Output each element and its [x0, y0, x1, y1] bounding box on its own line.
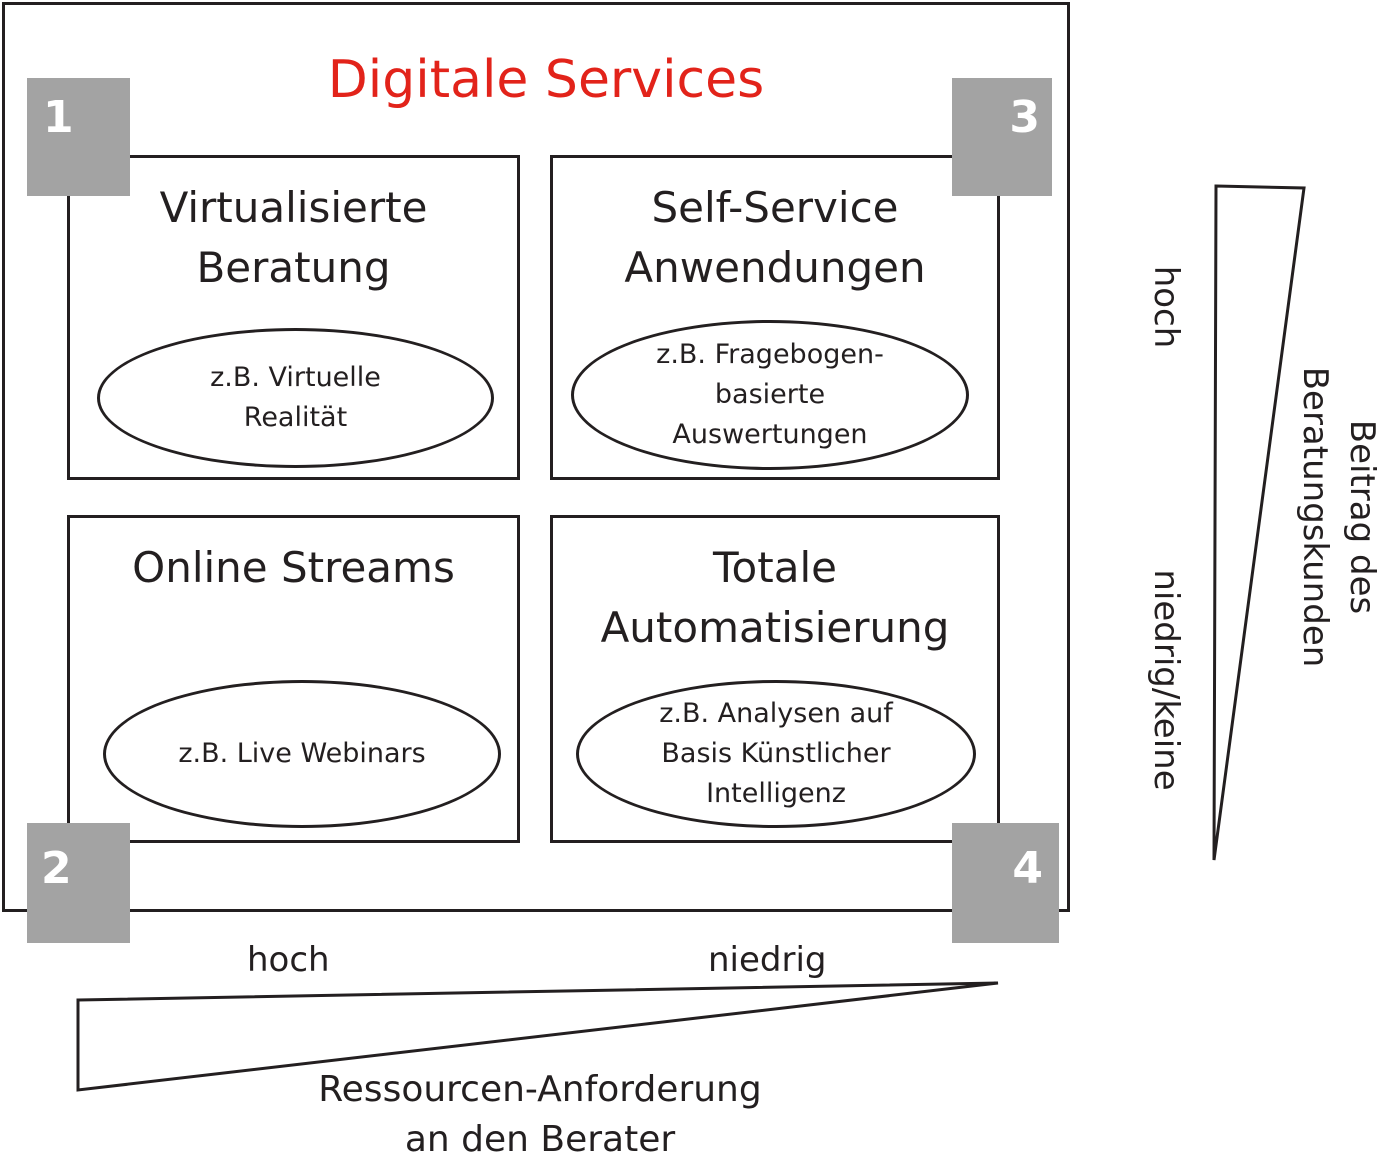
quadrant-self-service: Self-Service Anwendungen z.B. Fragebogen… [550, 155, 1000, 480]
diagram-title: Digitale Services [327, 50, 765, 110]
vertical-axis-high-label: hoch [1146, 265, 1186, 349]
quadrant-number-badge-1: 1 [27, 78, 130, 196]
example-ellipse: z.B. Virtuelle Realität [97, 328, 494, 468]
digital-services-frame [2, 2, 1070, 912]
quadrant-number-badge-2: 2 [27, 823, 130, 943]
quadrant-title: Virtualisierte Beratung [159, 183, 428, 292]
horizontal-axis-wedge [76, 981, 999, 1092]
quadrant-title: Totale Automatisierung [600, 543, 950, 652]
quadrant-number-badge-3: 3 [952, 78, 1052, 196]
quadrant-number-badge-4: 4 [952, 823, 1059, 943]
example-ellipse: z.B. Fragebogen- basierte Auswertungen [571, 320, 969, 470]
vertical-axis-caption-line-1: Beitrag des [1342, 419, 1382, 615]
quadrant-total-automation: Totale Automatisierung z.B. Analysen auf… [550, 515, 1000, 843]
vertical-axis-low-label: niedrig/keine [1146, 569, 1186, 791]
example-ellipse: z.B. Analysen auf Basis Künstlicher Inte… [576, 680, 976, 828]
quadrant-title: Self-Service Anwendungen [624, 183, 926, 292]
vertical-axis-caption-line-2: Beratungskunden [1295, 366, 1335, 668]
horizontal-axis-low-label: niedrig [708, 940, 827, 980]
quadrant-title: Online Streams [132, 543, 455, 592]
example-ellipse: z.B. Live Webinars [103, 680, 501, 828]
vertical-axis-wedge [1212, 184, 1306, 861]
horizontal-axis-caption: Ressourcen-Anforderung an den Berater [318, 1069, 762, 1160]
quadrant-online-streams: Online Streams z.B. Live Webinars [67, 515, 520, 843]
quadrant-virtualized-consulting: Virtualisierte Beratung z.B. Virtuelle R… [67, 155, 520, 480]
horizontal-axis-high-label: hoch [247, 940, 330, 980]
